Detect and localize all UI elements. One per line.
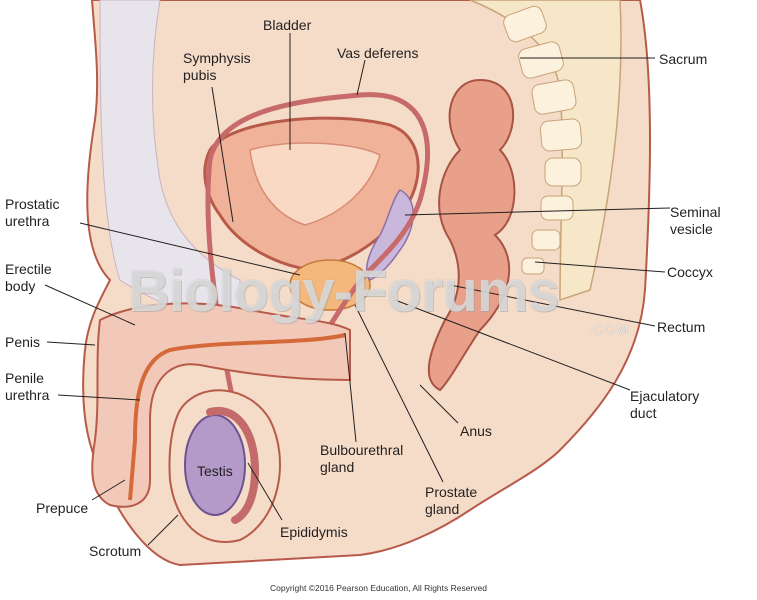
seminal-vesicle-shape (366, 189, 414, 281)
copyright-notice: Copyright ©2016 Pearson Education, All R… (270, 583, 487, 593)
label-scrotum: Scrotum (89, 543, 142, 559)
label-anus: Anus (460, 423, 492, 439)
leader-lines (44, 33, 671, 546)
label-penis: Penis (5, 334, 41, 350)
label-sacrum: Sacrum (659, 51, 708, 67)
epididymis (206, 406, 260, 524)
label-epididymis: Epididymis (280, 524, 348, 540)
bladder-lumen (249, 142, 381, 226)
watermark-text: Biology-Forums (128, 259, 560, 324)
penile-urethra-line (128, 333, 346, 501)
vas-deferens (205, 92, 430, 471)
label-prepuce: Prepuce (36, 500, 89, 516)
rectum (427, 78, 516, 392)
label-coccyx: Coccyx (667, 264, 713, 280)
watermark-sub: .COM (588, 322, 630, 337)
label-rectum: Rectum (657, 319, 706, 335)
penis (91, 302, 351, 508)
label-testis: Testis (197, 463, 233, 479)
label-bladder: Bladder (263, 17, 312, 33)
label-vas-deferens: Vas deferens (337, 45, 419, 61)
vertebrae (503, 5, 583, 275)
